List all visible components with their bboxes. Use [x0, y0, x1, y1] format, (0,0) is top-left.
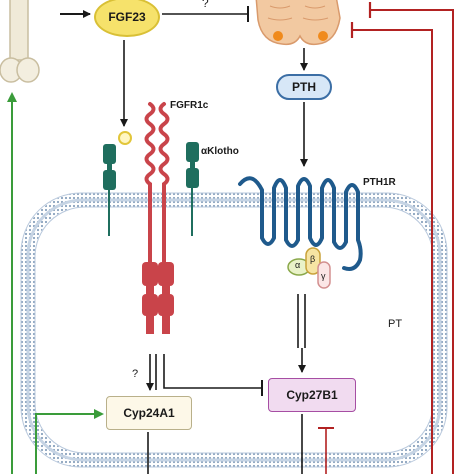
pth-node: PTH: [276, 74, 332, 100]
bone-icon: [0, 0, 40, 83]
pth1r-receptor: [238, 176, 363, 271]
parathyroid-gland-icon: [255, 0, 341, 46]
question-mark-left: ?: [132, 368, 139, 380]
red-feedback-lines: [350, 2, 454, 474]
beta-subunit-label: β: [310, 254, 316, 264]
pt-label: PT: [388, 318, 403, 330]
klotho-left: [103, 144, 116, 236]
gprotein-to-cyp27b1-arrow: [297, 294, 306, 373]
cell-membrane: [20, 192, 448, 468]
klotho-right: [186, 142, 199, 236]
fgf23-node: FGF23: [94, 0, 160, 37]
cyp27b1-label: Cyp27B1: [286, 388, 338, 402]
g-protein: [287, 247, 331, 289]
cyp27b1-red-inhibition: [318, 427, 334, 474]
fgf23-inhibits-parathyroid: [162, 6, 249, 22]
question-mark-top: ?: [202, 0, 209, 10]
fgfr-to-cyp24a1-arrow: [146, 354, 157, 391]
fgfr1c-label: FGFR1c: [170, 100, 209, 111]
cyp24a1-label: Cyp24A1: [123, 406, 175, 420]
fgfr-inhibits-cyp27b1: [163, 354, 263, 396]
gamma-subunit-label: γ: [321, 271, 326, 281]
pth-label: PTH: [292, 80, 316, 94]
cyp27b1-node: Cyp27B1: [268, 378, 356, 412]
bound-fgf23-ligand: [118, 131, 132, 145]
alpha-subunit-label: α: [295, 260, 301, 270]
cyp24a1-node: Cyp24A1: [106, 396, 192, 430]
pth1r-label: PTH1R: [363, 177, 396, 188]
fgf23-label: FGF23: [108, 10, 146, 24]
green-activation-lines: [6, 92, 104, 474]
fgfr1c-receptor: [144, 102, 170, 264]
klotho-label: αKlotho: [201, 146, 239, 157]
fgfr1c-kinase-domains: [142, 262, 174, 334]
